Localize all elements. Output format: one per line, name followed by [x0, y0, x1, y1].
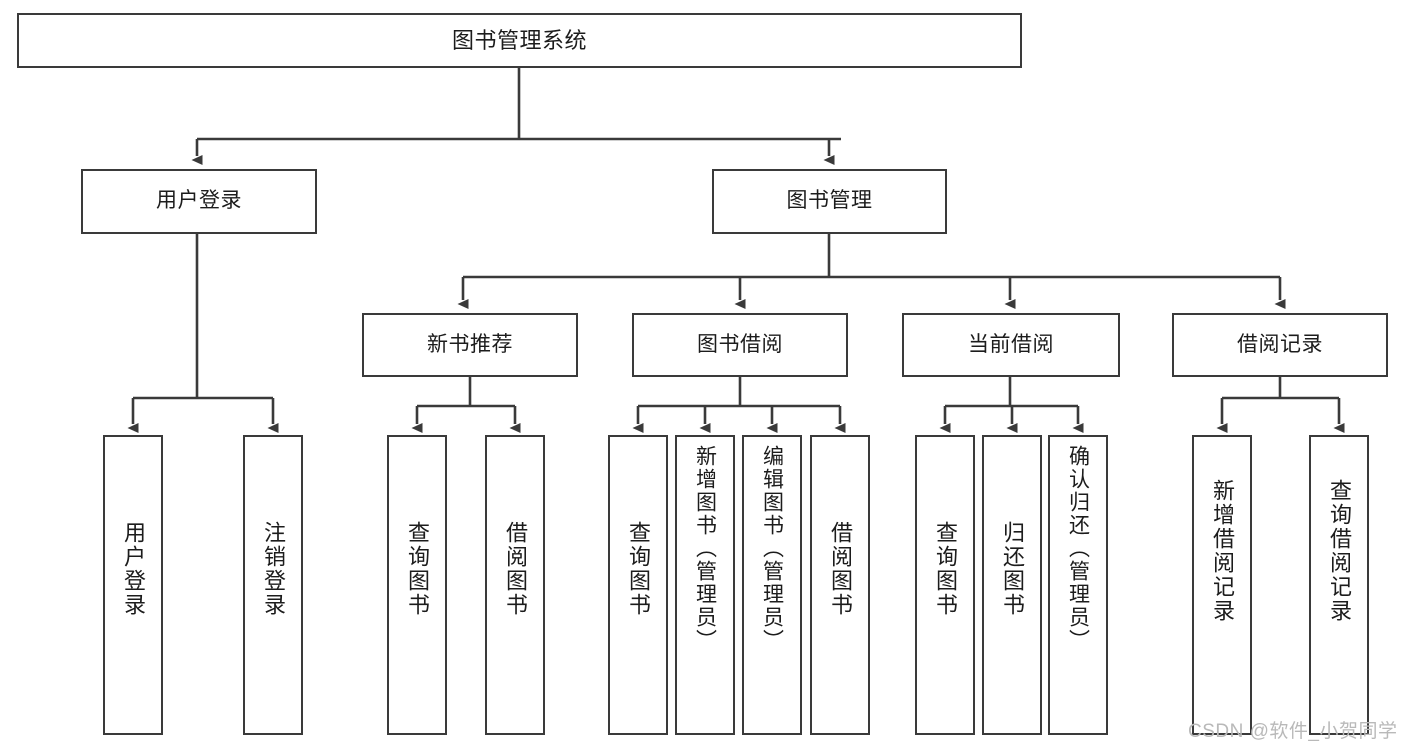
node-label: 新书推荐 — [427, 332, 513, 356]
leaf-add-book-admin[interactable]: 新增图书（管理员） — [675, 435, 735, 735]
node-label: 查询图书 — [626, 521, 651, 617]
node-label: 借阅记录 — [1237, 332, 1323, 356]
node-label: 新增借阅记录 — [1210, 479, 1235, 623]
node-user-login[interactable]: 用户登录 — [81, 169, 317, 234]
node-label: 查询借阅记录 — [1327, 479, 1352, 623]
node-label: 查询图书 — [405, 521, 430, 617]
leaf-confirm-return-admin[interactable]: 确认归还（管理员） — [1048, 435, 1108, 735]
leaf-add-borrow-record[interactable]: 新增借阅记录 — [1192, 435, 1252, 735]
leaf-query-book-borrow[interactable]: 查询图书 — [608, 435, 668, 735]
node-new-book-recommend[interactable]: 新书推荐 — [362, 313, 578, 377]
node-label: 查询图书 — [933, 521, 958, 617]
leaf-query-borrow-record[interactable]: 查询借阅记录 — [1309, 435, 1369, 735]
leaf-edit-book-admin[interactable]: 编辑图书（管理员） — [742, 435, 802, 735]
leaf-borrow-book[interactable]: 借阅图书 — [810, 435, 870, 735]
node-label: 用户登录 — [156, 189, 242, 213]
leaf-borrow-book-recommend[interactable]: 借阅图书 — [485, 435, 545, 735]
leaf-user-login[interactable]: 用户登录 — [103, 435, 163, 735]
node-root-system[interactable]: 图书管理系统 — [17, 13, 1022, 68]
node-label: 图书管理系统 — [451, 27, 587, 53]
leaf-query-book-current[interactable]: 查询图书 — [915, 435, 975, 735]
node-label: 图书管理 — [786, 189, 873, 213]
node-label: 注销登录 — [261, 521, 286, 617]
node-label: 借阅图书 — [828, 521, 853, 617]
node-label: 当前借阅 — [968, 332, 1054, 356]
node-label: 新增图书（管理员） — [693, 445, 717, 652]
node-label: 借阅图书 — [503, 521, 528, 617]
node-label: 归还图书 — [1000, 521, 1025, 617]
node-borrow-record[interactable]: 借阅记录 — [1172, 313, 1388, 377]
leaf-return-book[interactable]: 归还图书 — [982, 435, 1042, 735]
node-book-management[interactable]: 图书管理 — [712, 169, 947, 234]
leaf-logout[interactable]: 注销登录 — [243, 435, 303, 735]
node-label: 编辑图书（管理员） — [760, 445, 784, 652]
node-label: 确认归还（管理员） — [1066, 445, 1090, 652]
node-label: 用户登录 — [121, 521, 146, 617]
node-book-borrow[interactable]: 图书借阅 — [632, 313, 848, 377]
leaf-query-book-recommend[interactable]: 查询图书 — [387, 435, 447, 735]
node-label: 图书借阅 — [697, 332, 783, 356]
csdn-watermark: CSDN @软件_小贺同学 — [1188, 721, 1398, 742]
node-current-borrow[interactable]: 当前借阅 — [902, 313, 1120, 377]
